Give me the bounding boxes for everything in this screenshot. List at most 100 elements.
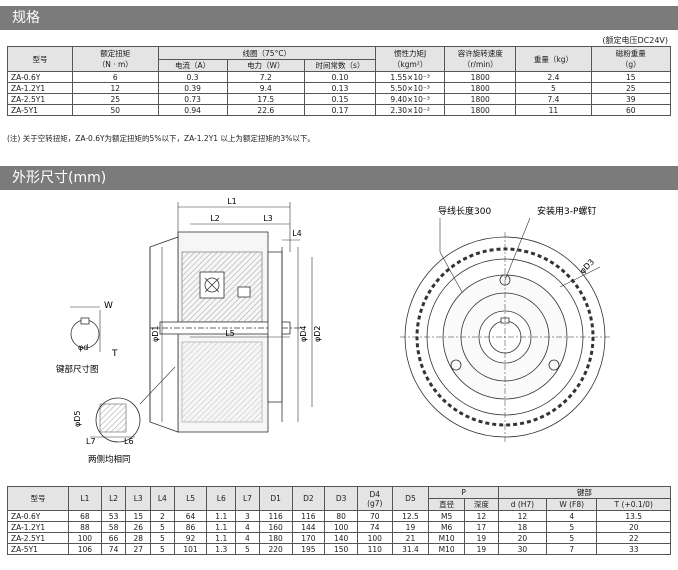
key-d-cell: 18 [497, 521, 548, 533]
l1-cell: 88 [68, 521, 102, 533]
weight-cell: 7.4 [515, 93, 592, 105]
key-d-cell: 20 [497, 532, 548, 544]
label-l5: L5 [225, 329, 235, 338]
d2-cell: 144 [291, 521, 326, 533]
l2-cell: 66 [100, 532, 127, 544]
model-cell: ZA-2.5Y1 [7, 532, 69, 544]
d5-detail [90, 366, 176, 443]
d1-cell: 116 [258, 510, 293, 522]
l5-cell: 92 [173, 532, 208, 544]
powder-cell: 15 [590, 71, 672, 83]
key-w-cell: 7 [545, 543, 598, 555]
time-constant-cell: 0.10 [303, 71, 377, 83]
inertia-cell: 1.55×10⁻³ [375, 71, 446, 83]
key-w-cell: 4 [545, 510, 598, 522]
table-row: ZA-2.5Y1 100 66 28 5 92 1.1 4 180 170 14… [7, 532, 671, 544]
d2-cell: 170 [291, 532, 326, 544]
d5-cell: 31.4 [391, 543, 430, 555]
col-powder: 磁粉重量（g） [590, 46, 672, 72]
col-l7: L7 [235, 486, 260, 511]
l3-cell: 15 [125, 510, 152, 522]
l6-cell: 1.1 [206, 521, 237, 533]
time-constant-cell: 0.17 [303, 104, 377, 116]
lead-wire-label: 导线长度300 [438, 205, 491, 217]
label-l4: L4 [292, 229, 302, 238]
d5-cell: 19 [391, 521, 430, 533]
label-l3: L3 [263, 214, 273, 223]
torque-cell: 6 [71, 71, 159, 83]
current-cell: 0.94 [157, 104, 228, 116]
both-sides-caption: 两侧均相同 [88, 454, 131, 465]
rated-voltage-note: (额定电压DC24V) [602, 36, 668, 45]
col-p-diameter: 直径 [428, 498, 465, 511]
speed-cell: 1800 [444, 104, 517, 116]
spec-table: 型号 额定扭矩（N · m） 线圈（75°C） 惯性力矩J（kgm²） 容许旋转… [7, 46, 672, 116]
p-depth-cell: 19 [463, 532, 499, 544]
speed-cell: 1800 [444, 93, 517, 105]
p-diameter-cell: M5 [428, 510, 465, 522]
col-speed: 容许旋转速度（r/min） [444, 46, 517, 72]
time-constant-cell: 0.13 [303, 82, 377, 94]
key-w-cell: 5 [545, 521, 598, 533]
col-key: 键部 [497, 486, 672, 499]
label-d5: φD5 [73, 410, 82, 427]
l1-cell: 68 [68, 510, 102, 522]
powder-cell: 60 [590, 104, 672, 116]
d2-cell: 116 [291, 510, 326, 522]
l7-cell: 5 [235, 543, 260, 555]
l6-cell: 1.1 [206, 532, 237, 544]
l2-cell: 53 [100, 510, 127, 522]
side-view [149, 231, 300, 433]
current-cell: 0.3 [157, 71, 228, 83]
l7-cell: 4 [235, 532, 260, 544]
col-key-d: d (H7) [497, 498, 548, 511]
l4-cell: 2 [150, 510, 175, 522]
key-t-cell: 13.5 [596, 510, 671, 522]
model-cell: ZA-1.2Y1 [7, 82, 73, 94]
mount-screw-label: 安装用3-P螺钉 [537, 205, 596, 217]
weight-cell: 5 [515, 82, 592, 94]
col-l2: L2 [100, 486, 127, 511]
d4-cell: 74 [357, 521, 393, 533]
label-l7: L7 [86, 437, 96, 446]
time-constant-cell: 0.15 [303, 93, 377, 105]
label-l1: L1 [227, 197, 237, 206]
power-cell: 9.4 [226, 82, 305, 94]
front-view [400, 232, 610, 442]
d5-cell: 21 [391, 532, 430, 544]
l6-cell: 1.3 [206, 543, 237, 555]
col-d1: D1 [258, 486, 293, 511]
label-w: W [104, 301, 113, 311]
model-cell: ZA-1.2Y1 [7, 521, 69, 533]
powder-cell: 25 [590, 82, 672, 94]
l3-cell: 27 [125, 543, 152, 555]
label-l6: L6 [124, 437, 134, 446]
label-d-small: φd [78, 343, 88, 352]
d3-cell: 80 [324, 510, 359, 522]
col-l1: L1 [68, 486, 102, 511]
col-current: 电流（A） [157, 59, 228, 72]
d1-cell: 180 [258, 532, 293, 544]
powder-cell: 39 [590, 93, 672, 105]
weight-cell: 11 [515, 104, 592, 116]
dimensions-table: 型号 L1 L2 L3 L4 L5 L6 L7 D1 D2 D3 D4(g7) … [7, 486, 672, 555]
l5-cell: 101 [173, 543, 208, 555]
label-d2: φD2 [313, 325, 322, 342]
p-depth-cell: 12 [463, 510, 499, 522]
table-row: ZA-0.6Y 68 53 15 2 64 1.1 3 116 116 80 7… [7, 510, 671, 522]
d1-cell: 220 [258, 543, 293, 555]
key-t-cell: 22 [596, 532, 671, 544]
current-cell: 0.73 [157, 93, 228, 105]
inertia-cell: 5.50×10⁻³ [375, 82, 446, 94]
l3-cell: 26 [125, 521, 152, 533]
torque-cell: 50 [71, 104, 159, 116]
power-cell: 17.5 [226, 93, 305, 105]
dimension-lines [161, 202, 313, 422]
key-w-cell: 5 [545, 532, 598, 544]
p-depth-cell: 19 [463, 543, 499, 555]
col-model: 型号 [7, 486, 69, 511]
d4-cell: 110 [357, 543, 393, 555]
col-coil: 线圈（75°C） [157, 46, 377, 60]
col-d4: D4(g7) [357, 486, 393, 511]
l6-cell: 1.1 [206, 510, 237, 522]
